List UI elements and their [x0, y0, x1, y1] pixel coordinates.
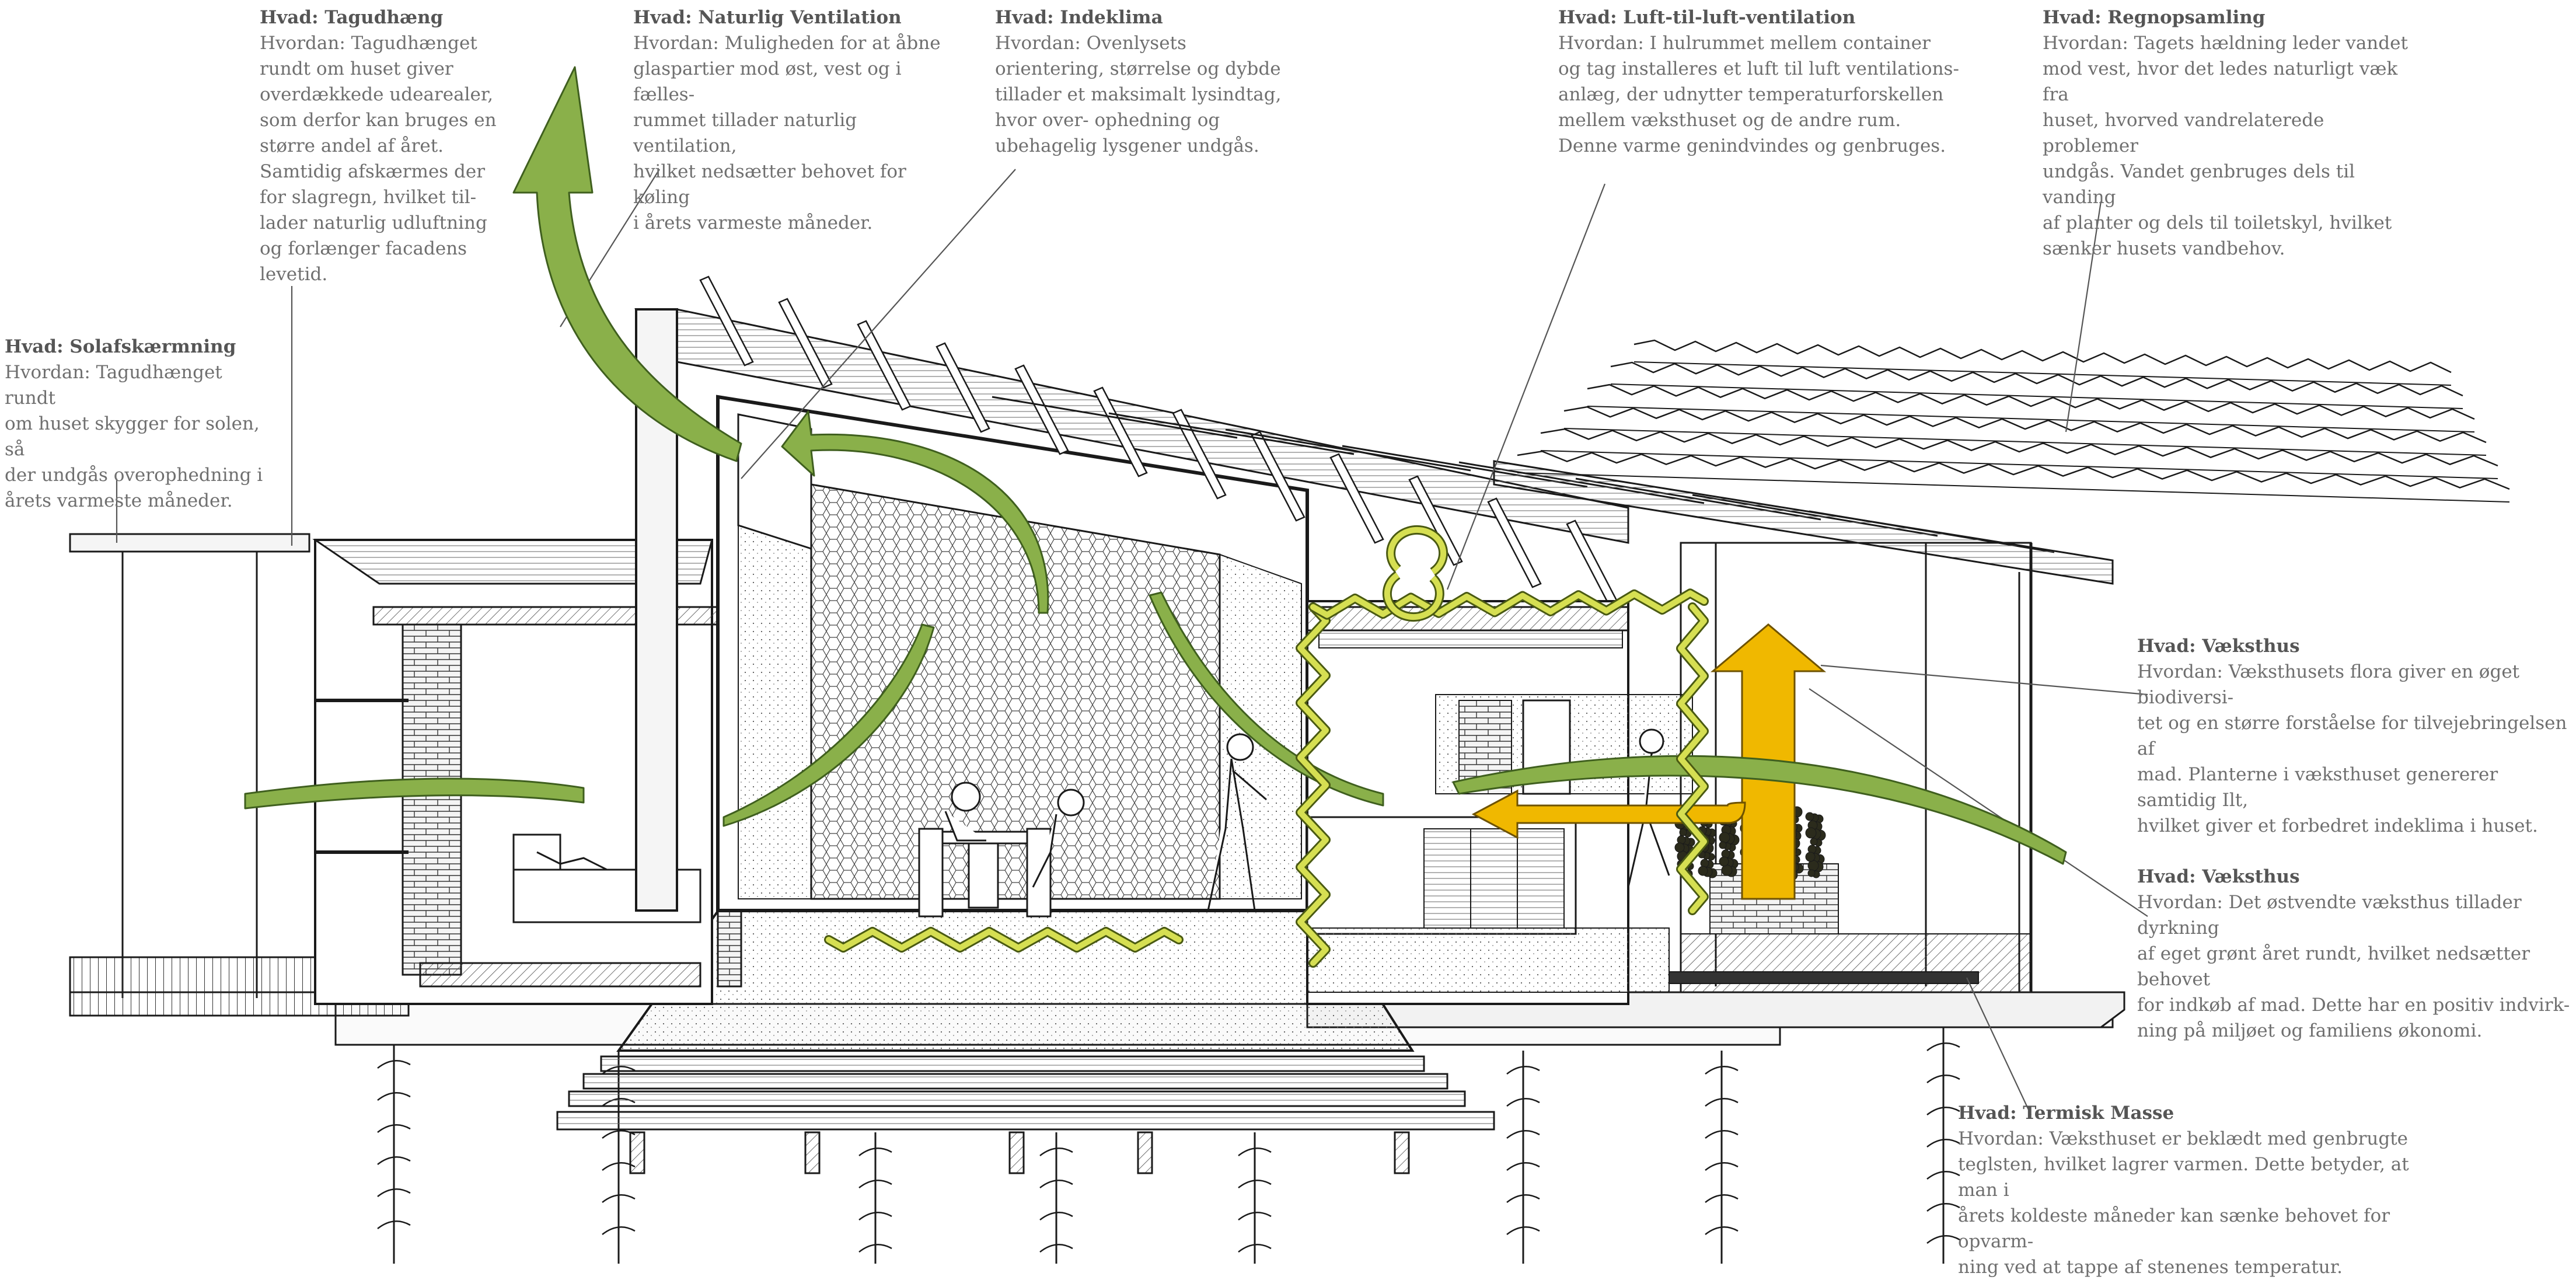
leader-lines: [116, 169, 2148, 1115]
annotation-vaeksthus-flora: Hvad: Væksthus Hvordan: Væksthusets flor…: [2137, 633, 2575, 839]
pile-helix: [1506, 1066, 1540, 1235]
roof-purlins: [699, 275, 2055, 611]
annotation-solafskaermning: Hvad: Solafskærmning Hvordan: Tagudhænge…: [5, 334, 273, 514]
roof-sheet-edge: [1633, 361, 2452, 386]
dining-group: [918, 782, 1085, 918]
roof-rafter: [1108, 412, 1355, 455]
roof-purlin: [1487, 497, 1542, 588]
plant-foliage: [1810, 838, 1818, 846]
airflow-arrow-up: [512, 66, 742, 462]
duct-greenhouse-wave: [1678, 604, 1707, 913]
roof-sheet: [1633, 339, 2452, 374]
annotation-body: Hvordan: Væksthusets flora giver en øget…: [2137, 661, 2567, 836]
annotation-title: Hvad: Regnopsamling: [2043, 7, 2266, 28]
airflow-arrow-greenhouse: [1452, 755, 2067, 865]
corrugated-roof: [1493, 339, 2510, 585]
roof-purlin: [1093, 386, 1148, 477]
roof-rafter: [1225, 428, 1471, 472]
roof-purlin: [1329, 453, 1384, 544]
plant-foliage: [1805, 827, 1817, 839]
roof-purlin: [699, 275, 754, 367]
pile-helix: [1039, 1148, 1073, 1253]
airflow-arrow-west-through: [244, 777, 585, 810]
plant-foliage: [1674, 842, 1685, 853]
plant-foliage: [1807, 869, 1816, 877]
roof-sheet-edge: [1610, 383, 2463, 409]
pile-helix: [1926, 1042, 1960, 1244]
roof-sheet: [1610, 361, 2463, 397]
plant-foliage: [1807, 860, 1819, 871]
annotation-tagudhaeng: Hvad: Tagudhæng Hvordan: Tagudhænget run…: [260, 5, 505, 287]
roof-sheet: [1517, 450, 2510, 490]
annotation-indeklima: Hvad: Indeklima Hvordan: Ovenlysets orie…: [995, 5, 1287, 159]
annotation-title: Hvad: Termisk Masse: [1958, 1103, 2174, 1124]
airflow-arrow-west-rise: [722, 623, 935, 827]
pile-helix: [858, 1148, 892, 1253]
foundation-terrace: [556, 1055, 1495, 1174]
west-wing: [69, 533, 742, 1017]
plant-foliage: [1721, 864, 1733, 876]
roof-sheet: [1563, 406, 2487, 444]
roof-purlin: [857, 320, 912, 411]
duct-loop: [1384, 526, 1447, 620]
plant-foliage: [1698, 866, 1708, 876]
plant-foliage: [1679, 828, 1687, 836]
plant-foliage: [1719, 832, 1730, 843]
annotation-title: Hvad: Væksthus: [2137, 866, 2300, 887]
annotation-body: Hvordan: Det østvendte væksthus tillader…: [2137, 892, 2570, 1041]
annotation-vaeksthus-dyrkning: Hvad: Væksthus Hvordan: Det østvendte væ…: [2137, 864, 2575, 1044]
airflow-arrow-skylight: [781, 410, 1049, 614]
duct-ceiling-wave: [1310, 590, 1707, 618]
plant-foliage: [1805, 812, 1814, 821]
annotation-title: Hvad: Indeklima: [995, 7, 1163, 28]
roof-rafter: [992, 396, 1238, 439]
roof-fascia: [1493, 460, 2114, 585]
annotation-body: Hvordan: Tagudhænget rundt om huset skyg…: [5, 362, 263, 511]
pile-helix: [1238, 1148, 1272, 1253]
duct-wall-wave: [1297, 604, 1329, 966]
roof-sheet: [1587, 383, 2475, 420]
roof-sheet-edge: [1563, 428, 2487, 456]
annotation-regnopsamling: Hvad: Regnopsamling Hvordan: Tagets hæld…: [2043, 5, 2416, 261]
roof-sheet-edge: [1517, 472, 2510, 503]
annotation-naturlig-ventilation: Hvad: Naturlig Ventilation Hvordan: Muli…: [633, 5, 960, 236]
roof-purlin: [778, 298, 833, 389]
annotation-body: Hvordan: Tagets hældning leder vandet mo…: [2043, 33, 2408, 259]
annotation-body: Hvordan: Ovenlysets orientering, størrel…: [995, 33, 1282, 156]
annotation-body: Hvordan: I hulrummet mellem container og…: [1558, 33, 1959, 156]
pile-helix: [1705, 1066, 1739, 1235]
annotation-title: Hvad: Luft-til-luft-ventilation: [1558, 7, 1856, 28]
air-exchange-duct: [824, 525, 1709, 968]
ground-screw-piles: [377, 1027, 1960, 1264]
annotation-termisk-masse: Hvad: Termisk Masse Hvordan: Væksthuset …: [1958, 1100, 2437, 1280]
roof-sheet-edge: [1540, 450, 2498, 479]
annotation-title: Hvad: Naturlig Ventilation: [633, 7, 902, 28]
airflow-arrows: [244, 66, 2067, 865]
warm-air-return-arrow: [1471, 789, 1746, 839]
annotation-title: Hvad: Tagudhæng: [260, 7, 444, 28]
roof-purlin: [1251, 431, 1306, 522]
annotation-title: Hvad: Solafskærmning: [5, 336, 236, 357]
roof-sheet: [1540, 428, 2498, 467]
plant-foliage: [1719, 841, 1727, 849]
plant-foliage: [1719, 856, 1729, 867]
annotation-body: Hvordan: Tagudhænget rundt om huset give…: [260, 33, 497, 285]
roof-purlin: [1014, 364, 1069, 455]
annotation-body: Hvordan: Væksthuset er beklædt med genbr…: [1958, 1128, 2409, 1278]
standing-person: [1207, 733, 1267, 911]
roof-sheet-edge: [1587, 406, 2475, 433]
annotation-luft-til-luft: Hvad: Luft-til-luft-ventilation Hvordan:…: [1558, 5, 1967, 159]
roof-purlin: [1172, 409, 1227, 500]
roof-purlin: [936, 342, 990, 433]
duct-floor-wave: [826, 929, 1182, 951]
pile-helix: [377, 1060, 411, 1229]
annotation-body: Hvordan: Muligheden for at åbne glaspart…: [633, 33, 941, 233]
annotation-title: Hvad: Væksthus: [2137, 636, 2300, 657]
plant-foliage: [1805, 852, 1816, 862]
